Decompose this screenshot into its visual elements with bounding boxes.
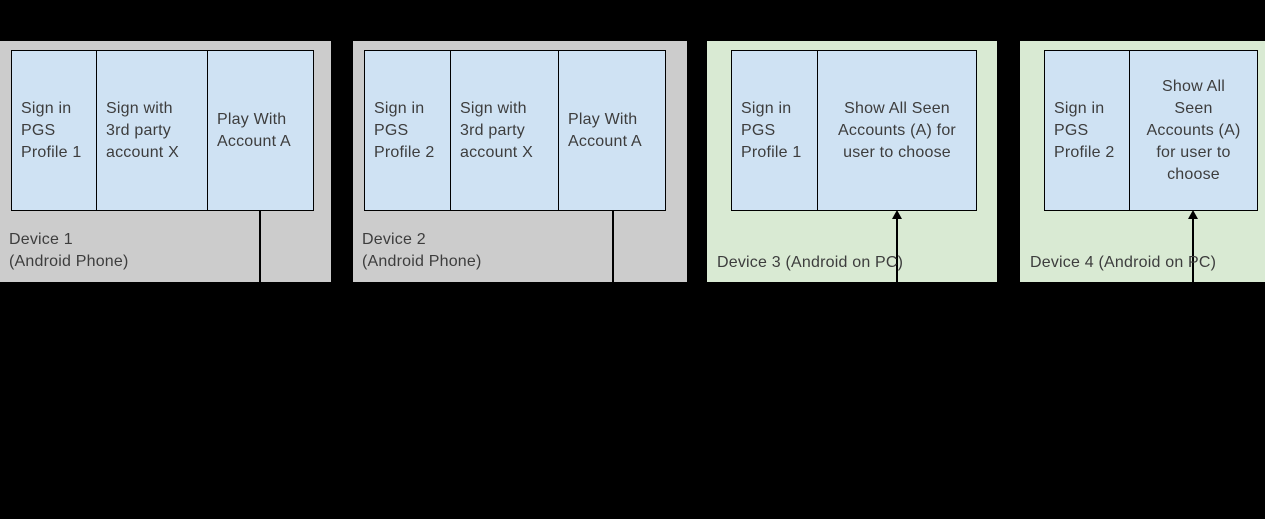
connector-down-line <box>259 211 261 282</box>
flow-step-show-all-seen-accounts: Show All Seen Accounts (A) for user to c… <box>818 51 976 210</box>
device-1-flow-table: Sign in PGS Profile 1 Sign with 3rd part… <box>11 50 314 211</box>
flow-step-play-with-account: Play With Account A <box>559 51 665 210</box>
device-2-flow-table: Sign in PGS Profile 2 Sign with 3rd part… <box>364 50 666 211</box>
device-1-label: Device 1 (Android Phone) <box>9 231 129 270</box>
flow-step-show-all-seen-accounts: Show All Seen Accounts (A) for user to c… <box>1130 51 1257 210</box>
device-2-label: Device 2 (Android Phone) <box>362 231 482 270</box>
flow-step-sign-in-pgs: Sign in PGS Profile 2 <box>1045 51 1130 210</box>
device-4-box: Sign in PGS Profile 2 Show All Seen Acco… <box>1020 41 1265 282</box>
device-4-flow-table: Sign in PGS Profile 2 Show All Seen Acco… <box>1044 50 1258 211</box>
arrow-up-line <box>896 219 898 282</box>
device-3-box: Sign in PGS Profile 1 Show All Seen Acco… <box>707 41 997 282</box>
flow-step-sign-in-pgs: Sign in PGS Profile 1 <box>732 51 818 210</box>
arrow-up-head-icon <box>1188 210 1198 219</box>
flow-step-play-with-account: Play With Account A <box>208 51 313 210</box>
device-4-label: Device 4 (Android on PC) <box>1030 254 1217 271</box>
flow-step-sign-with-3rd-party: Sign with 3rd party account X <box>97 51 208 210</box>
device-2-box: Sign in PGS Profile 2 Sign with 3rd part… <box>353 41 687 282</box>
connector-down-line <box>612 211 614 282</box>
device-1-box: Sign in PGS Profile 1 Sign with 3rd part… <box>0 41 331 282</box>
flow-step-sign-in-pgs: Sign in PGS Profile 1 <box>12 51 97 210</box>
flow-step-sign-in-pgs: Sign in PGS Profile 2 <box>365 51 451 210</box>
device-3-flow-table: Sign in PGS Profile 1 Show All Seen Acco… <box>731 50 977 211</box>
device-3-label: Device 3 (Android on PC) <box>717 254 904 271</box>
arrow-up-line <box>1192 219 1194 282</box>
flow-step-sign-with-3rd-party: Sign with 3rd party account X <box>451 51 559 210</box>
arrow-up-head-icon <box>892 210 902 219</box>
